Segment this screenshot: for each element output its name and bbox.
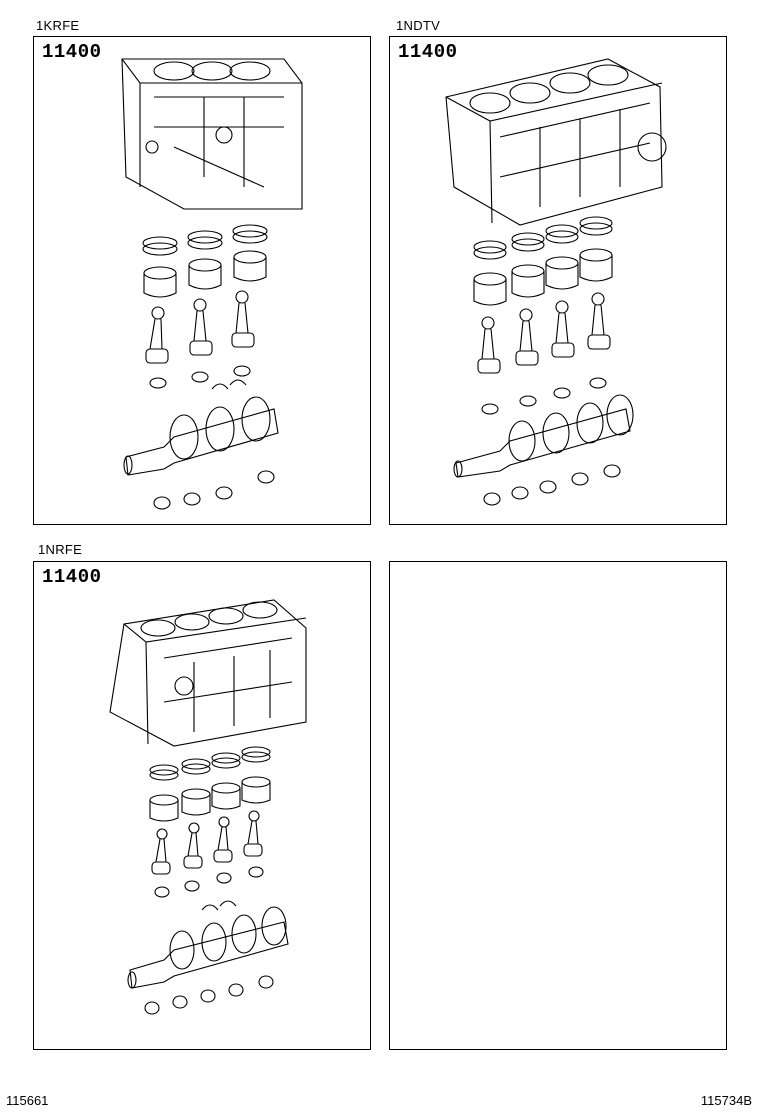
bearing-shell-icon [481,377,607,415]
piston-icon [473,248,613,306]
piston-ring-set-icon [142,224,268,256]
part-code-1nrfe: 11400 [42,566,102,588]
part-code-1ndtv: 11400 [398,41,458,63]
crankshaft-icon [123,396,279,476]
piston-ring-set-icon [473,216,613,260]
bearing-shell-icon [153,470,275,510]
bearing-shell-icon [144,975,274,1015]
cylinder-block-icon [445,58,667,226]
piston-icon [143,250,267,298]
engine-block-illustration-1ndtv [445,58,667,506]
parts-panel-empty [389,561,727,1050]
piston-icon [149,776,271,822]
engine-label-1krfe: 1KRFE [36,18,80,33]
bearing-shell-icon [483,464,621,506]
illustration-id-right: 115734B [700,1093,752,1108]
crankshaft-icon [453,394,634,478]
parts-panel-1nrfe[interactable]: 11400 [33,561,371,1050]
cylinder-block-icon [121,58,303,210]
crankshaft-icon [127,906,289,989]
connecting-rod-icon [151,810,263,875]
connecting-rod-icon [145,290,255,364]
parts-panel-1krfe[interactable]: 11400 [33,36,371,525]
piston-ring-set-icon [149,746,271,781]
engine-label-1ndtv: 1NDTV [396,18,441,33]
engine-block-illustration-1krfe [121,58,303,510]
illustration-id-left: 115661 [6,1093,49,1108]
bearing-shell-icon [154,866,264,911]
cylinder-block-icon [109,599,307,747]
parts-panel-1ndtv[interactable]: 11400 [389,36,727,525]
connecting-rod-icon [477,292,611,374]
engine-label-1nrfe: 1NRFE [38,542,83,557]
bearing-shell-icon [149,365,251,390]
part-code-1krfe: 11400 [42,41,102,63]
engine-block-illustration-1nrfe [109,599,307,1015]
